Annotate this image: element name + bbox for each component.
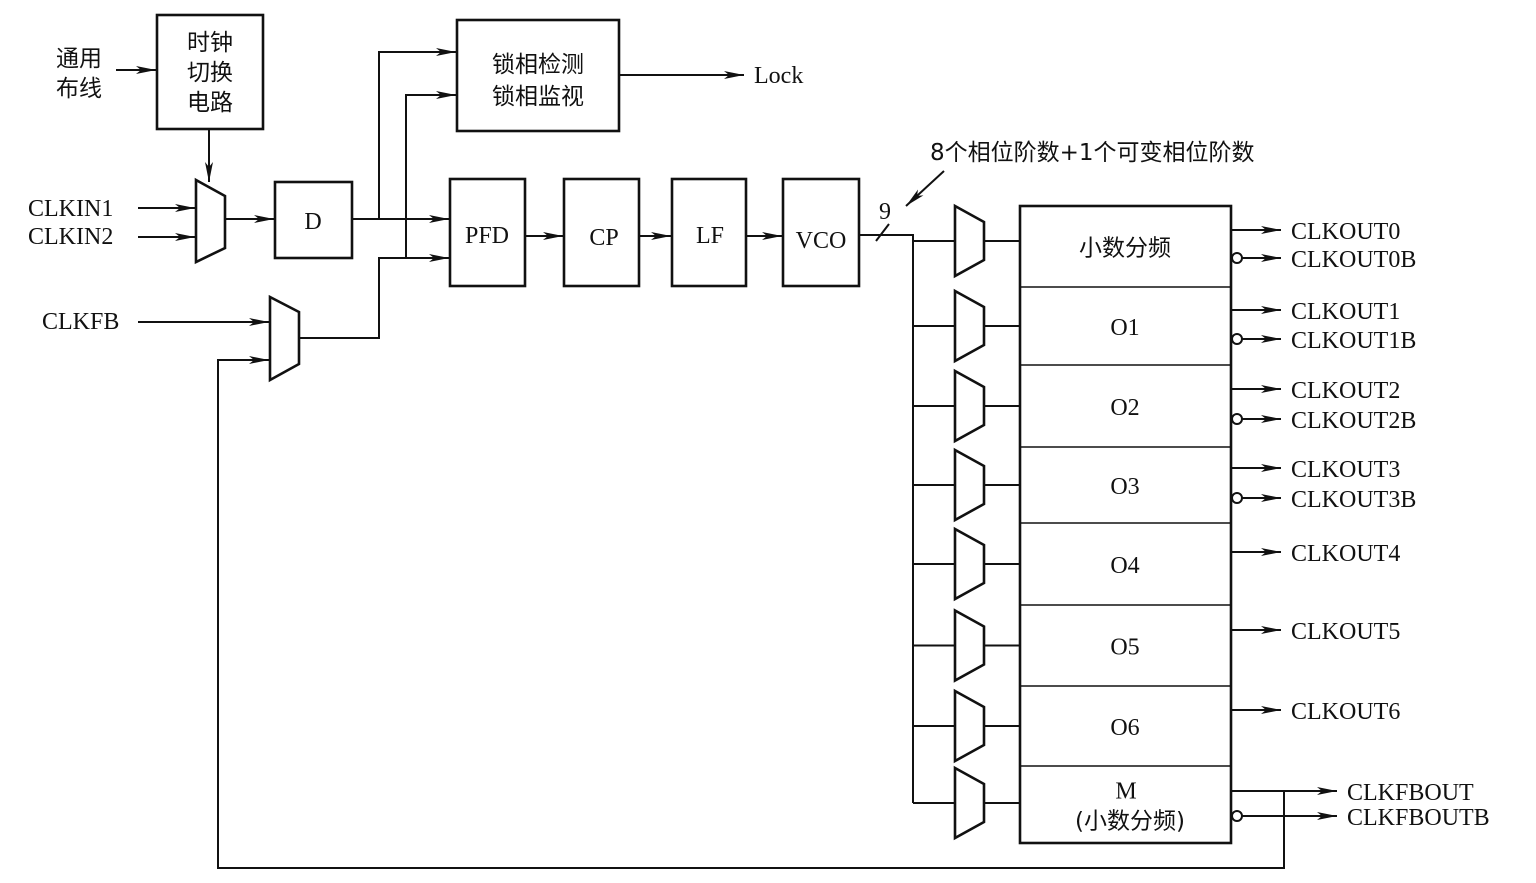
feedback-mux [268, 294, 301, 383]
divider-label: O1 [1110, 315, 1139, 341]
lock-output-label: Lock [754, 63, 803, 89]
phase-select-mux [953, 368, 986, 444]
lock-detect-label-2: 锁相监视 [492, 84, 584, 110]
output-label-clkfbout: CLKFBOUT [1347, 780, 1474, 806]
output-label-clkout1: CLKOUT1 [1291, 299, 1400, 325]
cp-block [562, 177, 641, 288]
bus-width-slash [875, 223, 890, 242]
bus-width-label: 9 [879, 199, 891, 225]
divider-label: O5 [1110, 635, 1139, 661]
divider-label: O3 [1110, 474, 1139, 500]
clock-switch-label-2: 切换 [187, 60, 233, 86]
inversion-bubble [1231, 252, 1243, 264]
output-label-clkout1b: CLKOUT1B [1291, 328, 1416, 354]
lf-block [670, 177, 748, 288]
general-routing-label-1: 通用 [56, 46, 102, 72]
phase-select-mux [953, 447, 986, 523]
output-label-clkout0: CLKOUT0 [1291, 219, 1400, 245]
divider-label: M [1115, 779, 1136, 805]
divider-label: O4 [1110, 553, 1139, 579]
divider-label: O6 [1110, 715, 1139, 741]
clkin1-label: CLKIN1 [28, 196, 113, 222]
fb-to-lock-detect-arrow [405, 91, 456, 258]
bus-annotation: 8个相位阶数+1个可变相位阶数 [930, 140, 1255, 166]
cp-label: CP [589, 225, 618, 251]
inversion-bubble [1231, 333, 1243, 345]
fbmux-to-pfd-arrow [299, 254, 449, 339]
output-label-clkout2: CLKOUT2 [1291, 378, 1400, 404]
phase-select-mux [953, 288, 986, 364]
inversion-bubble [1231, 413, 1243, 425]
output-label-clkout4: CLKOUT4 [1291, 541, 1400, 567]
divider-stack [1018, 204, 1233, 845]
phase-select-mux [953, 203, 986, 279]
vco-output-bus [859, 234, 914, 803]
clock-switch-label-3: 电路 [187, 90, 233, 116]
output-label-clkout3: CLKOUT3 [1291, 457, 1400, 483]
clkfb-label: CLKFB [42, 309, 119, 335]
clkin2-label: CLKIN2 [28, 224, 113, 250]
clock-switch-label-1: 时钟 [187, 30, 233, 56]
output-label-clkout6: CLKOUT6 [1291, 699, 1400, 725]
phase-select-mux [953, 688, 986, 764]
inversion-bubble [1231, 492, 1243, 504]
lock-detect-label-1: 锁相检测 [492, 52, 584, 78]
feedback-loop-line [217, 356, 1285, 869]
input-mux [194, 177, 227, 265]
divider-label: O2 [1110, 395, 1139, 421]
divider-label: 小数分频 [1079, 236, 1171, 262]
pfd-label: PFD [465, 223, 509, 249]
d-label: D [304, 209, 321, 235]
pfd-block [448, 177, 527, 288]
output-label-clkout2b: CLKOUT2B [1291, 408, 1416, 434]
phase-select-mux [953, 608, 986, 683]
divider-sublabel: (小数分频) [1075, 809, 1185, 835]
output-label-clkout0b: CLKOUT0B [1291, 247, 1416, 273]
output-label-clkout3b: CLKOUT3B [1291, 487, 1416, 513]
general-routing-label-2: 布线 [56, 76, 102, 102]
phase-select-mux [953, 765, 986, 841]
clock-switch-block [155, 13, 265, 131]
annotation-arrow [905, 170, 945, 207]
lf-label: LF [696, 223, 724, 249]
vco-label: VCO [796, 228, 847, 254]
phase-select-mux [953, 526, 986, 602]
vco-block [781, 177, 861, 288]
output-label-clkfboutb: CLKFBOUTB [1347, 805, 1490, 831]
inversion-bubble [1231, 810, 1243, 822]
output-label-clkout5: CLKOUT5 [1291, 619, 1400, 645]
d-to-lock-detect-arrow [378, 48, 456, 219]
